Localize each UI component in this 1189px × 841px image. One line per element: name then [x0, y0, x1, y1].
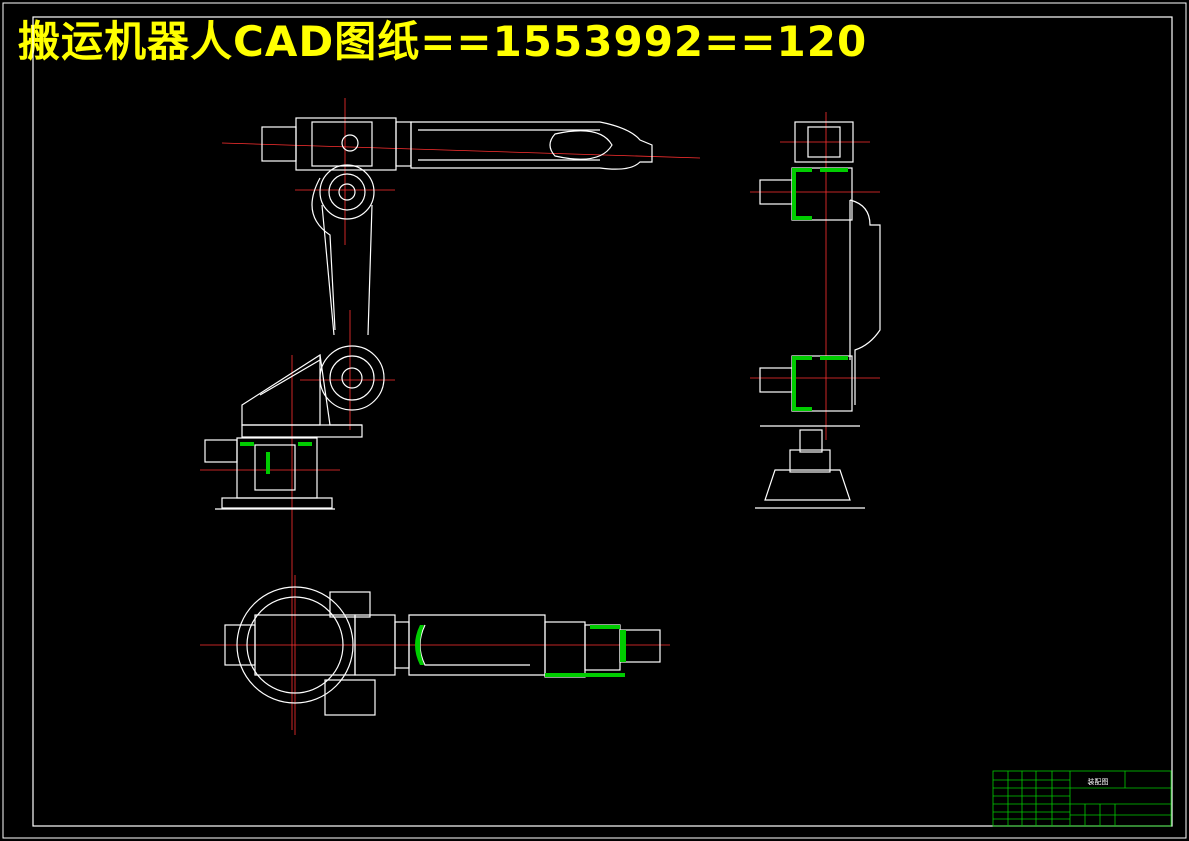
- front-view: [200, 98, 701, 730]
- side-view: [750, 112, 881, 509]
- drawing-title: 搬运机器人CAD图纸==1553992==120: [18, 17, 868, 66]
- inner-frame: [32, 16, 1173, 827]
- title-block: [992, 770, 1172, 827]
- side-view-sections: [792, 168, 848, 411]
- title-block-drawing-name: 装配图: [1088, 777, 1109, 786]
- top-view-sections: [415, 625, 626, 677]
- front-view-sections: [240, 442, 312, 474]
- side-view-centerlines: [750, 112, 880, 440]
- top-view: [200, 575, 670, 735]
- top-view-centerlines: [200, 575, 670, 735]
